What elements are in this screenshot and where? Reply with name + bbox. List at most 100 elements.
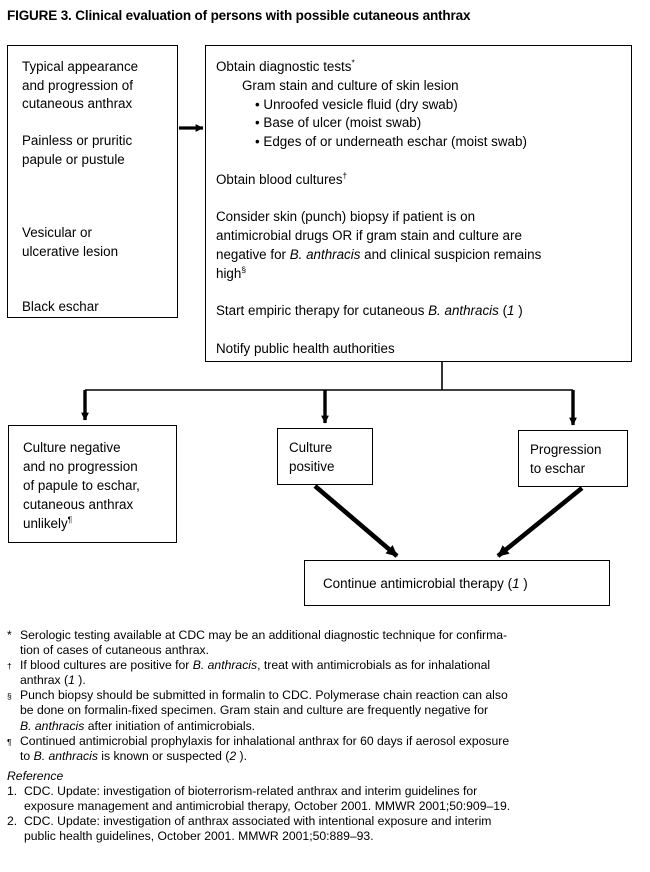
- culture-positive-box: Culture positive: [277, 428, 373, 485]
- culture-negative-line-5: unlikely¶: [23, 514, 176, 533]
- typical-appearance-box: Typical appearance and progression of cu…: [7, 45, 178, 318]
- species-name: B. anthracis: [192, 658, 258, 673]
- footnote-marker-pilcrow: ¶: [67, 514, 73, 525]
- culture-negative-line-3: of papule to eschar,: [23, 478, 140, 493]
- continue-therapy-box: Continue antimicrobial therapy (1 ): [304, 560, 610, 606]
- empiric-text-b: (: [498, 303, 508, 319]
- culture-negative-box: Culture negative and no progression of p…: [8, 425, 177, 543]
- culture-positive-line-2: positive: [289, 459, 335, 474]
- appearance-line-6: Vesicular or: [22, 225, 92, 241]
- reference-2-line-1: CDC. Update: investigation of anthrax as…: [24, 814, 492, 829]
- footnote-marker-section: §: [241, 264, 247, 275]
- culture-negative-line-2: and no progression: [23, 459, 138, 474]
- footnote-pilcrow-line-1: Continued antimicrobial prophylaxis for …: [20, 733, 510, 748]
- reference-number: 2: [229, 748, 237, 763]
- footnote-dagger-line-1: If blood cultures are positive for B. an…: [20, 658, 643, 673]
- spacer: [22, 114, 177, 133]
- appearance-line-5: papule or pustule: [22, 151, 125, 167]
- reference-number: 1: [512, 575, 520, 591]
- diagnostic-bullet-1: • Unroofed vesicle fluid (dry swab): [255, 96, 458, 112]
- spacer: [216, 284, 631, 303]
- continue-therapy-text: Continue antimicrobial therapy (1 ): [323, 576, 528, 591]
- appearance-line-4: Painless or pruritic: [22, 133, 133, 149]
- diagnostic-heading-text: Obtain diagnostic tests: [216, 59, 352, 74]
- footnote-section-line-1: Punch biopsy should be submitted in form…: [20, 688, 508, 703]
- progression-line-1: Progression: [530, 442, 602, 457]
- footnote-dagger-text-b: , treat with antimicrobials as for inhal…: [257, 658, 491, 673]
- reference-heading: Reference: [7, 768, 64, 783]
- arrow-gap-1: [22, 169, 177, 224]
- progression-line-2: to eschar: [530, 461, 586, 476]
- arrow-culture-positive-to-continue: [313, 484, 399, 558]
- footnotes-section: * Serologic testing available at CDC may…: [7, 628, 643, 844]
- footnote-section-text-b: after initiation of antimicrobials.: [84, 718, 256, 733]
- progression-to-eschar-box: Progression to eschar: [518, 430, 628, 487]
- footnote-marker-pilcrow: ¶: [7, 736, 12, 747]
- footnote-dagger-text-a: If blood cultures are positive for: [20, 658, 193, 673]
- obtain-diagnostic-tests-box: Obtain diagnostic tests* Gram stain and …: [205, 45, 632, 362]
- footnote-dagger-text-c: anthrax (: [20, 673, 69, 688]
- appearance-line-8: Black eschar: [22, 299, 99, 315]
- page-title: FIGURE 3. Clinical evaluation of persons…: [7, 8, 471, 23]
- empiric-text-a: Start empiric therapy for cutaneous: [216, 303, 429, 319]
- footnote-pilcrow-line-2: to B. anthracis is known or suspected (2…: [20, 749, 643, 764]
- reference-number: 1: [507, 303, 515, 319]
- footnote-pilcrow-text-b: is known or suspected (: [97, 748, 230, 763]
- reference-item-1: 1. CDC. Update: investigation of bioterr…: [7, 784, 643, 814]
- arrow-gap-2: [22, 261, 177, 298]
- culture-negative-line-1: Culture negative: [23, 440, 121, 455]
- footnote-marker-asterisk: *: [7, 628, 12, 642]
- diagnostic-subheading: Gram stain and culture of skin lesion: [242, 77, 459, 93]
- reference-item-2: 2. CDC. Update: investigation of anthrax…: [7, 814, 643, 844]
- culture-positive-line-1: Culture: [289, 440, 333, 455]
- footnote-asterisk: * Serologic testing available at CDC may…: [7, 628, 643, 658]
- reference-number: 1: [68, 673, 75, 688]
- footnote-asterisk-line-2: tion of cases of cutaneous anthrax.: [20, 643, 210, 658]
- species-name: B. anthracis: [33, 748, 98, 763]
- footnote-asterisk-line-1: Serologic testing available at CDC may b…: [20, 628, 508, 642]
- continue-text-a: Continue antimicrobial therapy (: [323, 575, 513, 591]
- culture-negative-line-5-text: unlikely: [23, 516, 68, 531]
- footnote-marker-section: §: [7, 691, 12, 702]
- reference-1-line-1: CDC. Update: investigation of bioterrori…: [24, 783, 478, 798]
- notify-authorities-line: Notify public health authorities: [216, 340, 395, 356]
- footnote-section-line-2: be done on formalin-fixed specimen. Gram…: [20, 703, 489, 718]
- biopsy-line-3: negative for B. anthracis and clinical s…: [216, 246, 631, 265]
- footnote-marker-dagger: †: [342, 170, 348, 181]
- footnote-dagger-line-2: anthrax (1 ).: [20, 673, 643, 688]
- footnote-marker-asterisk: *: [351, 57, 355, 68]
- reference-2-line-2: public health guidelines, October 2001. …: [24, 829, 374, 844]
- biopsy-line-4-text: high: [216, 265, 242, 281]
- footnote-dagger-text-d: ).: [74, 673, 86, 688]
- biopsy-line-1: Consider skin (punch) biopsy if patient …: [216, 209, 476, 225]
- footnote-section-line-3: B. anthracis after initiation of antimic…: [20, 719, 643, 734]
- footnote-marker-dagger: †: [7, 661, 12, 672]
- appearance-line-3: cutaneous anthrax: [22, 96, 133, 111]
- arrow-progression-to-continue: [496, 486, 584, 558]
- empiric-therapy-line: Start empiric therapy for cutaneous B. a…: [216, 302, 631, 321]
- obtain-blood-cultures: Obtain blood cultures†: [216, 171, 631, 190]
- species-name: B. anthracis: [20, 718, 85, 733]
- footnote-pilcrow-text-a: to: [20, 748, 34, 763]
- diagnostic-bullet-2: • Base of ulcer (moist swab): [255, 115, 422, 131]
- reference-number-1: 1.: [7, 783, 18, 798]
- bullet-1-text: Unroofed vesicle fluid (dry swab): [263, 96, 458, 112]
- biopsy-line-2: antimicrobial drugs OR if gram stain and…: [216, 228, 522, 244]
- blood-cultures-text: Obtain blood cultures: [216, 171, 343, 187]
- appearance-line-1: Typical appearance: [22, 59, 139, 74]
- appearance-line-7: ulcerative lesion: [22, 243, 119, 259]
- reference-1-line-2: exposure management and antimicrobial th…: [24, 799, 511, 814]
- biopsy-line-3b: and clinical suspicion remains: [360, 246, 542, 262]
- diagnostic-bullet-3: • Edges of or underneath eschar (moist s…: [255, 134, 527, 150]
- appearance-line-2: and progression of: [22, 77, 133, 93]
- biopsy-line-4: high§: [216, 265, 631, 284]
- species-name: B. anthracis: [289, 246, 361, 262]
- biopsy-line-3a: negative for: [216, 246, 290, 262]
- footnote-pilcrow-text-c: ).: [236, 748, 247, 763]
- footnote-section: § Punch biopsy should be submitted in fo…: [7, 688, 643, 733]
- footnote-dagger: † If blood cultures are positive for B. …: [7, 658, 643, 688]
- diagnostic-heading: Obtain diagnostic tests*: [216, 58, 631, 77]
- bullet-2-text: Base of ulcer (moist swab): [263, 115, 422, 131]
- reference-number-2: 2.: [7, 814, 18, 829]
- continue-text-b: ): [519, 575, 528, 591]
